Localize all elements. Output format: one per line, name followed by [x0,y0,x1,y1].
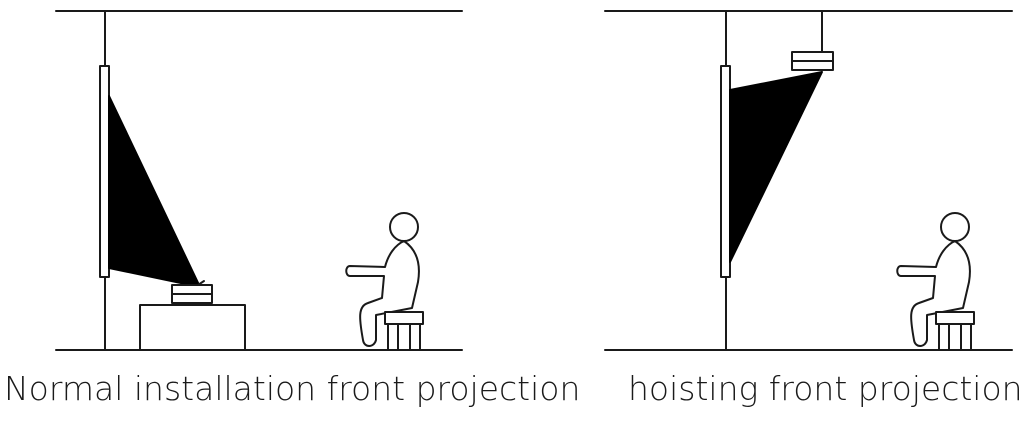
caption-normal-installation: Normal installation front projection [4,369,581,408]
projection-screen [720,65,731,278]
seated-viewer-icon [896,212,975,351]
projection-beam [108,95,201,288]
hoisting-scene [604,10,1013,351]
cabinet [139,304,246,351]
projector-icon [171,280,213,304]
projector-icon [791,51,834,71]
seated-viewer-icon [345,212,424,351]
caption-hoisting: hoisting front projection [628,369,1022,408]
projection-screen [99,65,110,278]
normal-installation-scene [55,10,463,351]
projection-beam [729,71,823,263]
